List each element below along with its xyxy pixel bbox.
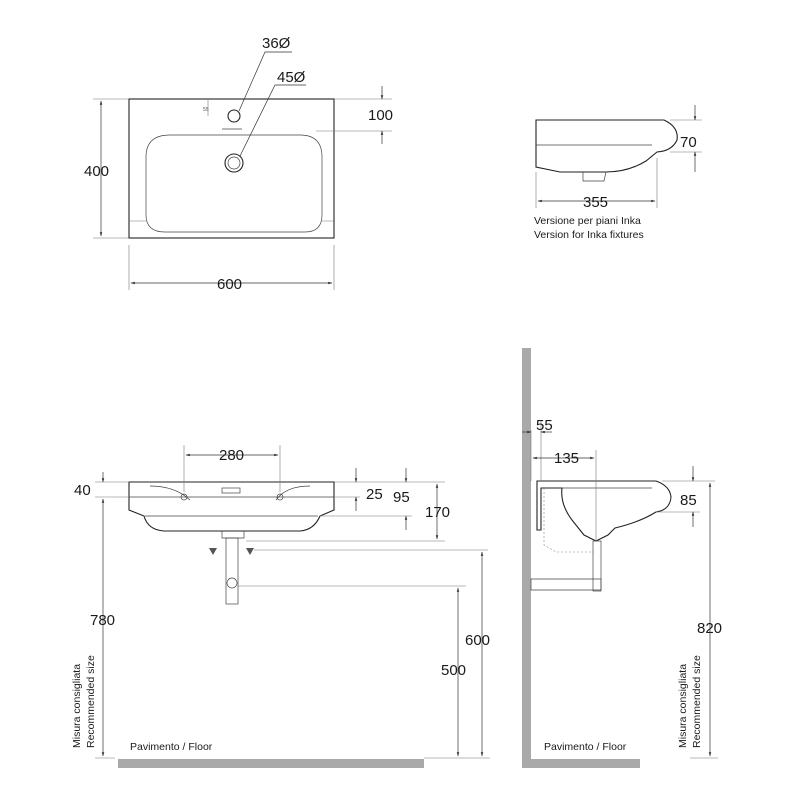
tap-offset-label: 55	[203, 107, 209, 113]
front-trap-outlet	[226, 577, 238, 589]
front-hole-left	[180, 493, 188, 501]
front-hole-right-contour	[275, 485, 311, 501]
floor-label-front: Pavimento / Floor	[130, 741, 213, 753]
dim-280-label: 280	[219, 447, 244, 464]
side-large-trap	[592, 540, 602, 592]
caption-it: Versione per piani Inka	[534, 215, 641, 227]
dim-500-label: 500	[441, 662, 466, 679]
side-drain	[582, 171, 607, 182]
drain-inner-ring	[227, 156, 241, 170]
floor-label-side: Pavimento / Floor	[544, 741, 627, 753]
top-view: 55 36Ø 45Ø 100 400 600	[84, 35, 393, 293]
caption-en: Version for Inka fixtures	[534, 229, 644, 241]
dim-55-label: 55	[536, 417, 553, 434]
dim-600-vertical-label: 600	[465, 632, 490, 649]
recommended-en-side: Recommended size	[691, 655, 703, 748]
wall	[522, 348, 531, 768]
front-trap-pipe	[225, 537, 239, 605]
front-view: 280 40 25 95 170 780 600 500 Misura cons…	[71, 445, 490, 768]
dim-25-label: 25	[366, 486, 383, 503]
dim-85-label: 85	[680, 492, 697, 509]
side-view-large: 55 135 85 820 Misura consigliata Recomme…	[522, 348, 722, 768]
leader-36	[238, 51, 292, 112]
dim-600-label: 600	[217, 276, 242, 293]
floor-front	[118, 759, 424, 768]
front-hole-right	[276, 493, 284, 501]
dim-100-label: 100	[368, 107, 393, 124]
dim-780-label: 780	[90, 612, 115, 629]
basin-side-large-outline	[536, 480, 672, 542]
basin-top-outline	[128, 98, 335, 239]
leader-45	[239, 84, 306, 157]
recommended-it-side: Misura consigliata	[677, 664, 689, 748]
side-view-small: 70 355 Versione per piani Inka Version f…	[534, 105, 702, 241]
front-marker-left	[209, 548, 217, 555]
recommended-it-front: Misura consigliata	[71, 664, 83, 748]
side-large-waste	[530, 578, 602, 591]
dim-400-label: 400	[84, 163, 109, 180]
front-drain	[221, 531, 245, 539]
dim-95-label: 95	[393, 489, 410, 506]
dim-170-label: 170	[425, 504, 450, 521]
side-large-dashed	[543, 488, 594, 553]
dim-40-label: 40	[74, 482, 91, 499]
basin-side-outline	[535, 119, 678, 173]
bowl-outline	[145, 134, 323, 233]
basin-front-outline	[128, 481, 335, 532]
hole-45-label: 45Ø	[277, 69, 306, 86]
dim-70-label: 70	[680, 134, 697, 151]
floor-side	[522, 759, 640, 768]
front-overflow	[221, 487, 241, 494]
front-marker-right	[246, 548, 254, 555]
front-hole-left-contour	[149, 485, 191, 501]
tap-hole	[227, 109, 241, 123]
dim-820-label: 820	[697, 620, 722, 637]
dim-135-label: 135	[554, 450, 579, 467]
recommended-en-front: Recommended size	[85, 655, 97, 748]
dim-355-label: 355	[583, 194, 608, 211]
drain-hole	[224, 153, 244, 173]
hole-36-label: 36Ø	[262, 35, 291, 52]
